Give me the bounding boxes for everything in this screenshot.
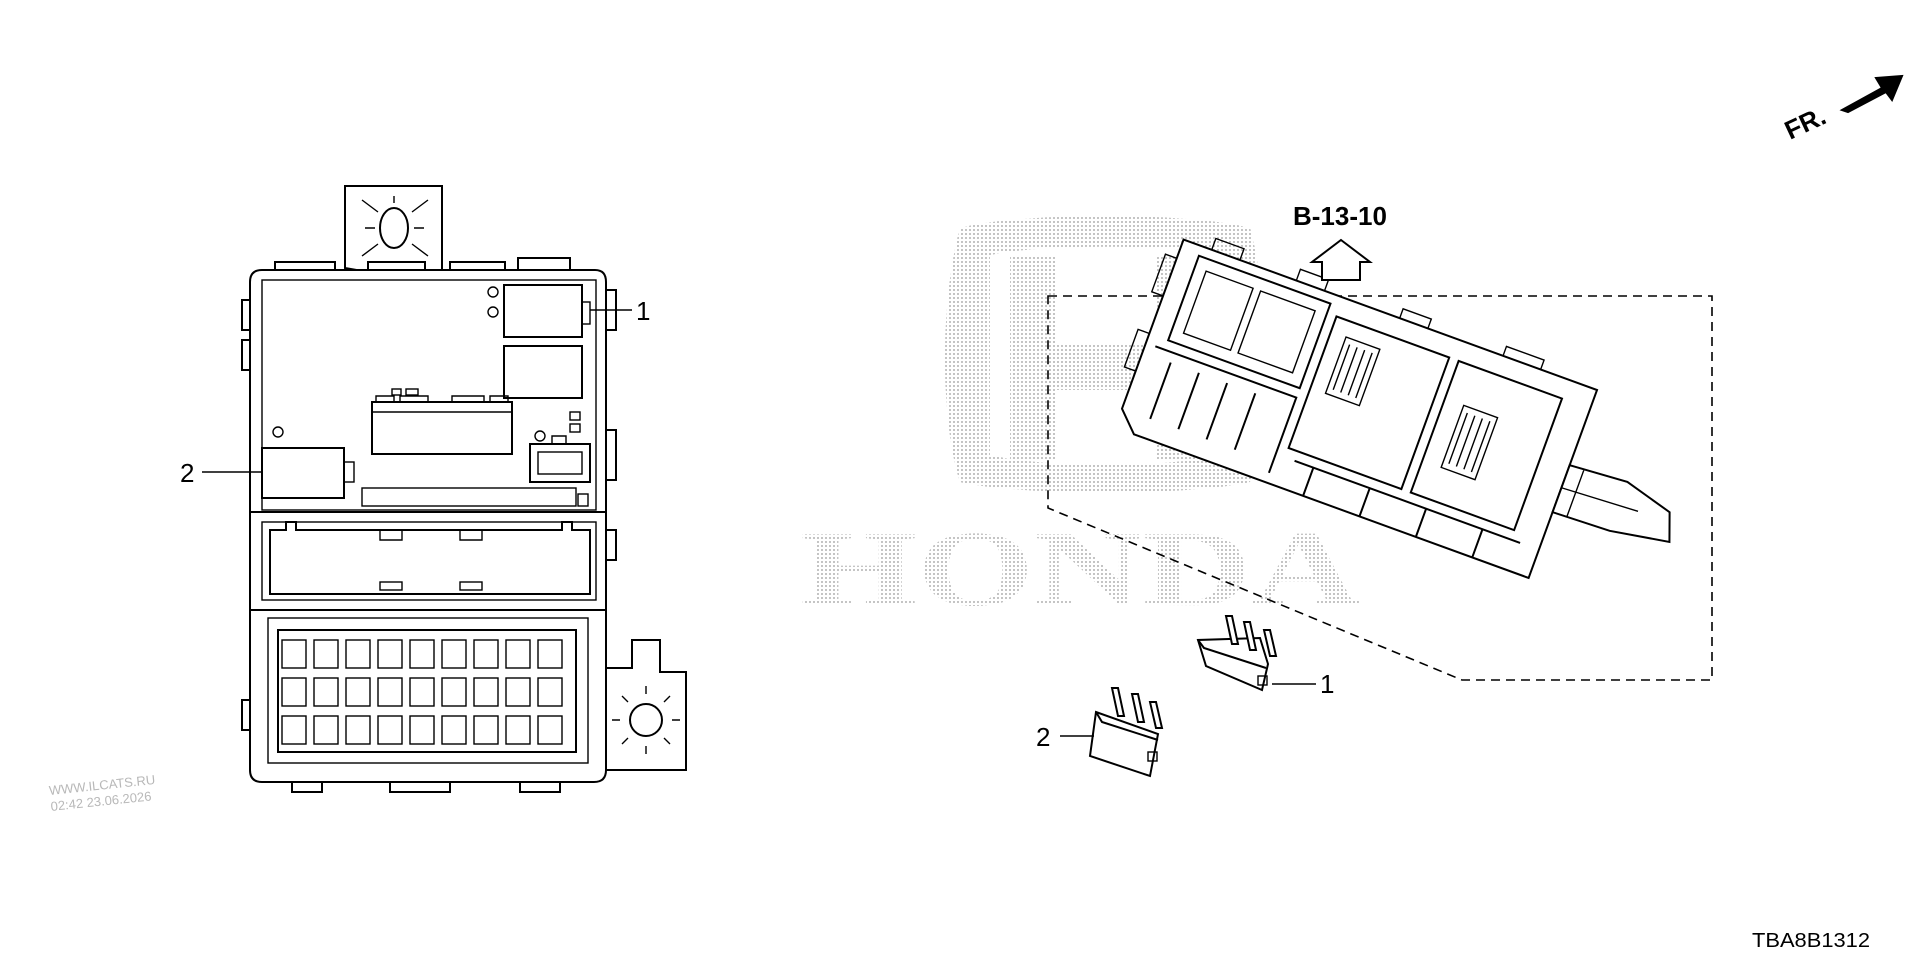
installation-area-outline: [1047, 295, 1713, 681]
center-connector-block: [371, 401, 513, 455]
callout-1-left: 1: [636, 296, 650, 326]
side-mounting-bracket: [605, 639, 687, 771]
fuse-box-installed-view: B-13-10 1 2: [1036, 201, 1713, 778]
site-watermark: WWW.ILCATS.RU 02:42 23.06.2026: [48, 772, 156, 814]
front-direction-label: FR.: [1780, 101, 1831, 146]
callout-2-left: 2: [180, 458, 194, 488]
relay-part-2: [1088, 687, 1164, 778]
top-mounting-bracket: [344, 185, 443, 274]
front-direction-indicator: FR.: [1780, 74, 1904, 146]
drawing-code: TBA8B1312: [1752, 930, 1870, 952]
fuse-slot-grid: [267, 617, 589, 764]
section-reference-arrow: [1309, 238, 1373, 281]
front-direction-arrow: [1839, 74, 1904, 114]
callout-2-right: 2: [1036, 722, 1050, 752]
relay-part-1: [1196, 615, 1278, 692]
honda-wordmark-watermark: HONDA: [800, 510, 1360, 629]
section-reference: B-13-10: [1293, 201, 1387, 231]
callout-1-right: 1: [1320, 669, 1334, 699]
fuse-box-front-view: 1 2: [180, 185, 687, 793]
